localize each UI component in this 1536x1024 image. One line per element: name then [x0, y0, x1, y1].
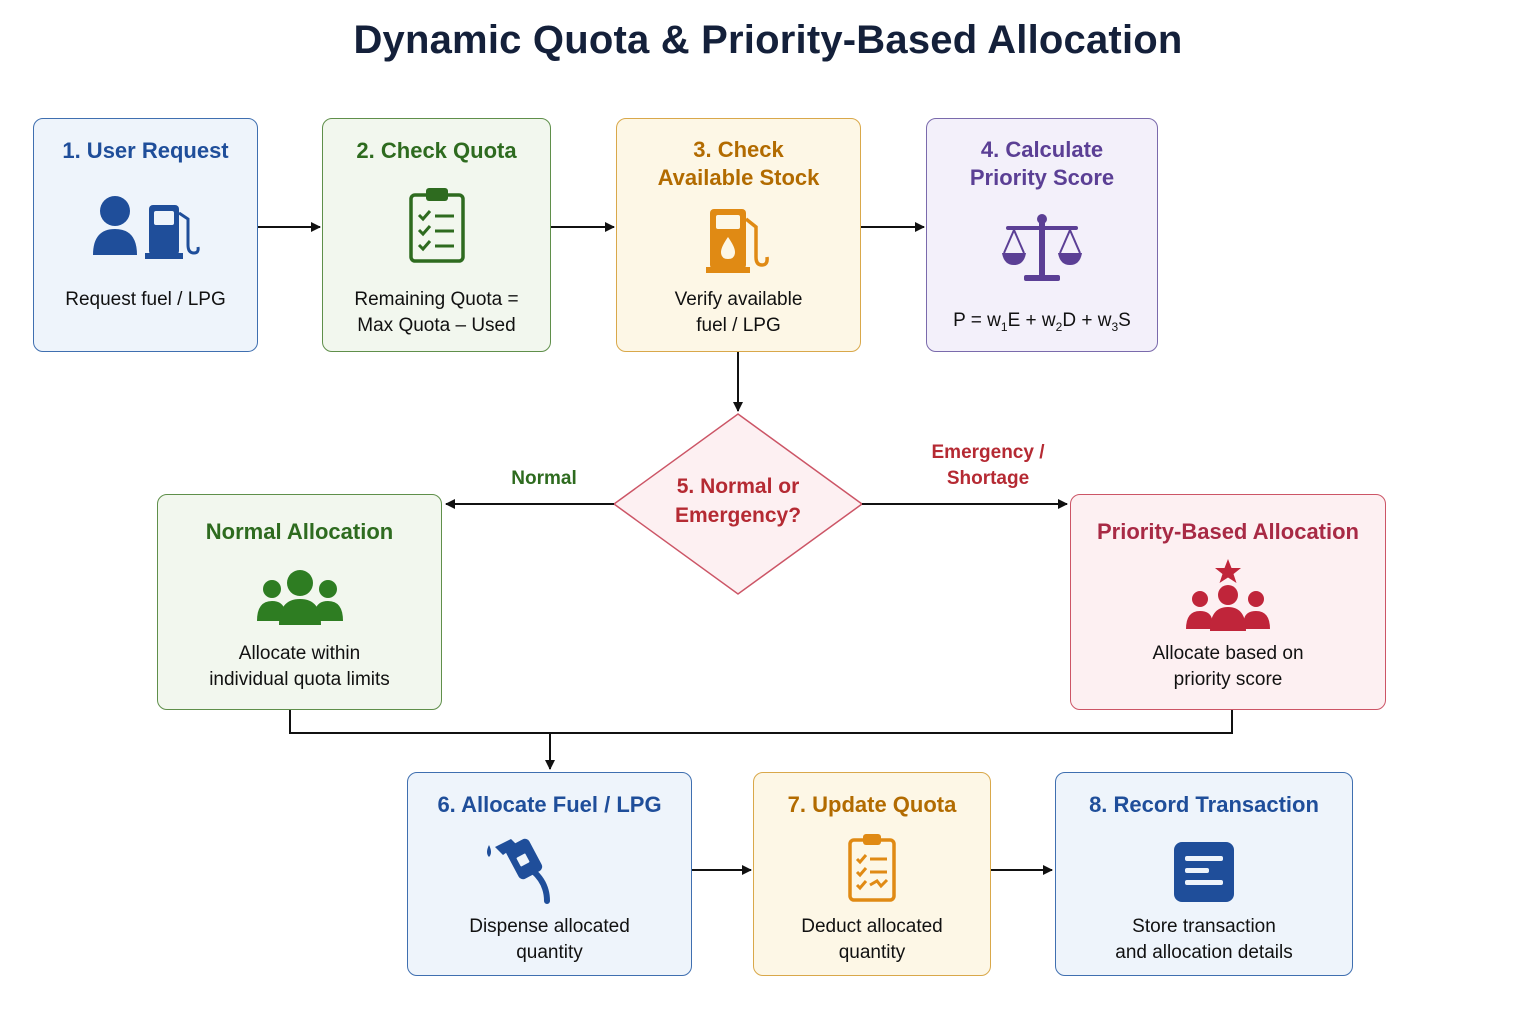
group-icon: [255, 569, 345, 629]
step-description: Deduct allocated quantity: [801, 916, 943, 963]
step-record-transaction: 8. Record Transaction Store transaction …: [1055, 772, 1353, 976]
step-update-quota: 7. Update Quota Deduct allocated quantit…: [753, 772, 991, 976]
step-description: Dispense allocated quantity: [469, 916, 630, 963]
balance-scale-icon: [1000, 211, 1084, 283]
clipboard-checklist-icon: [847, 831, 897, 903]
step-description: Allocate based on priority score: [1152, 643, 1304, 690]
step-title: Normal Allocation: [205, 519, 394, 544]
step-description: Store transaction and allocation details: [1115, 916, 1293, 963]
document-icon: [1173, 841, 1235, 903]
step-title: 3. Check Available Stock: [657, 137, 820, 190]
step-title: 2. Check Quota: [356, 138, 517, 163]
step-normal-allocation: Normal Allocation Allocate within indivi…: [157, 494, 442, 710]
step-title: 1. User Request: [62, 138, 229, 163]
step-title: 6. Allocate Fuel / LPG: [437, 792, 662, 817]
edge-label-emergency: Emergency / Shortage: [931, 442, 1045, 489]
step-check-quota: 2. Check Quota Remaining Quota = Max Quo…: [322, 118, 551, 352]
step-title: 7. Update Quota: [787, 792, 957, 817]
step-title: Priority-Based Allocation: [1096, 519, 1359, 544]
user-fuel-pump-icon: [91, 191, 201, 263]
step-description: Remaining Quota = Max Quota – Used: [354, 289, 519, 336]
decision-diamond: [612, 413, 864, 595]
decision-label: 5. Normal or Emergency?: [674, 475, 802, 527]
step-user-request: 1. User Request Request fuel / LPG: [33, 118, 258, 352]
group-star-icon: [1183, 557, 1273, 633]
merge-line-normal: [289, 710, 1233, 734]
fuel-pump-icon: [704, 205, 774, 275]
step-priority-allocation: Priority-Based Allocation Allocate based…: [1070, 494, 1386, 710]
diagram-title: Dynamic Quota & Priority-Based Allocatio…: [353, 18, 1183, 62]
priority-formula: P = w1E + w2D + w3S: [953, 310, 1131, 334]
edge-label-normal: Normal: [511, 468, 577, 489]
step-title: 8. Record Transaction: [1089, 792, 1319, 817]
step-description: Allocate within individual quota limits: [209, 643, 390, 690]
step-check-stock: 3. Check Available Stock Verify availabl…: [616, 118, 861, 352]
step-allocate-fuel: 6. Allocate Fuel / LPG Dispense allocate…: [407, 772, 692, 976]
step-description: Verify available fuel / LPG: [674, 289, 803, 336]
fuel-nozzle-icon: [481, 831, 561, 907]
step-title: 4. Calculate Priority Score: [969, 137, 1115, 190]
step-priority-score: 4. Calculate Priority Score P = w1E + w2…: [926, 118, 1158, 352]
step-description: Request fuel / LPG: [65, 289, 226, 310]
clipboard-checklist-icon: [407, 185, 467, 265]
